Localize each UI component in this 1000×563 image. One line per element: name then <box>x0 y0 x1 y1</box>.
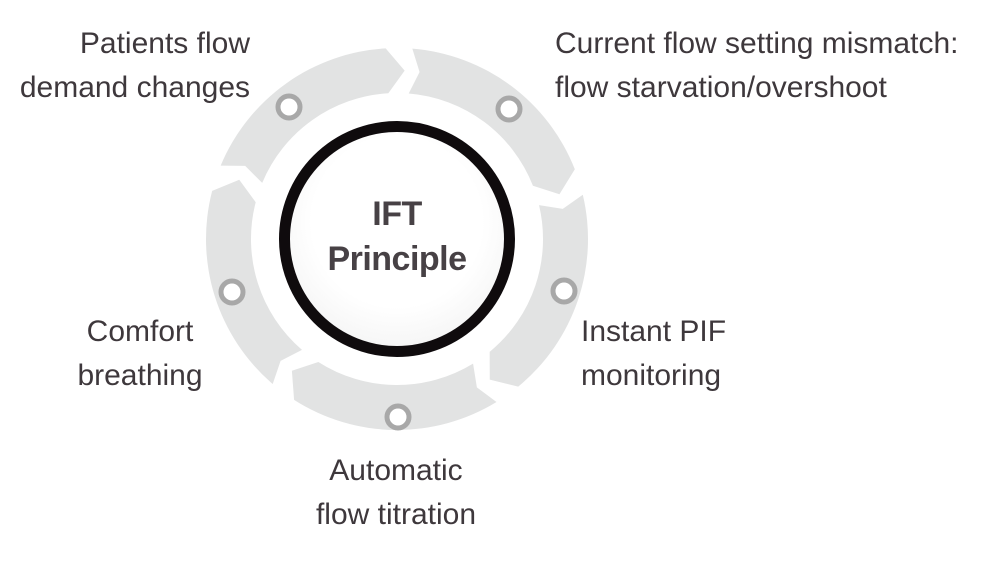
label-line: breathing <box>77 359 203 392</box>
step-marker-dot <box>550 277 578 305</box>
center-title-line2: Principle <box>327 239 467 278</box>
label-comfort-breathing: Comfort breathing <box>54 310 226 398</box>
ring-arrow-segment <box>220 48 405 183</box>
center-title: IFT Principle <box>290 127 504 346</box>
ring-arrow-segment <box>291 362 497 431</box>
step-marker-dot <box>218 278 246 306</box>
label-line: flow titration <box>315 498 477 531</box>
ring-arrow-segment <box>206 179 302 385</box>
ring-arrow-segment <box>489 194 588 387</box>
label-line: Automatic <box>329 454 463 487</box>
label-line: Comfort <box>86 315 194 348</box>
label-line: monitoring <box>581 359 722 392</box>
ring-arrow-segment <box>408 48 575 195</box>
center-circle: IFT Principle <box>279 121 515 357</box>
label-automatic-flow-titration: Automatic flow titration <box>296 449 496 537</box>
label-line: Current flow setting mismatch: <box>555 27 959 60</box>
label-line: Instant PIF <box>581 315 727 348</box>
step-marker-dot <box>384 403 412 431</box>
label-instant-pif-monitoring: Instant PIF monitoring <box>581 310 726 398</box>
label-line: flow starvation/overshoot <box>555 71 887 104</box>
step-marker-dot <box>495 95 523 123</box>
label-patients-flow-demand-changes: Patients flow demand changes <box>0 22 250 110</box>
label-line: demand changes <box>19 71 250 104</box>
center-title-line1: IFT <box>372 194 422 233</box>
label-line: Patients flow <box>79 27 250 60</box>
step-marker-dot <box>275 93 303 121</box>
label-current-flow-setting-mismatch: Current flow setting mismatch: flow star… <box>555 22 958 110</box>
